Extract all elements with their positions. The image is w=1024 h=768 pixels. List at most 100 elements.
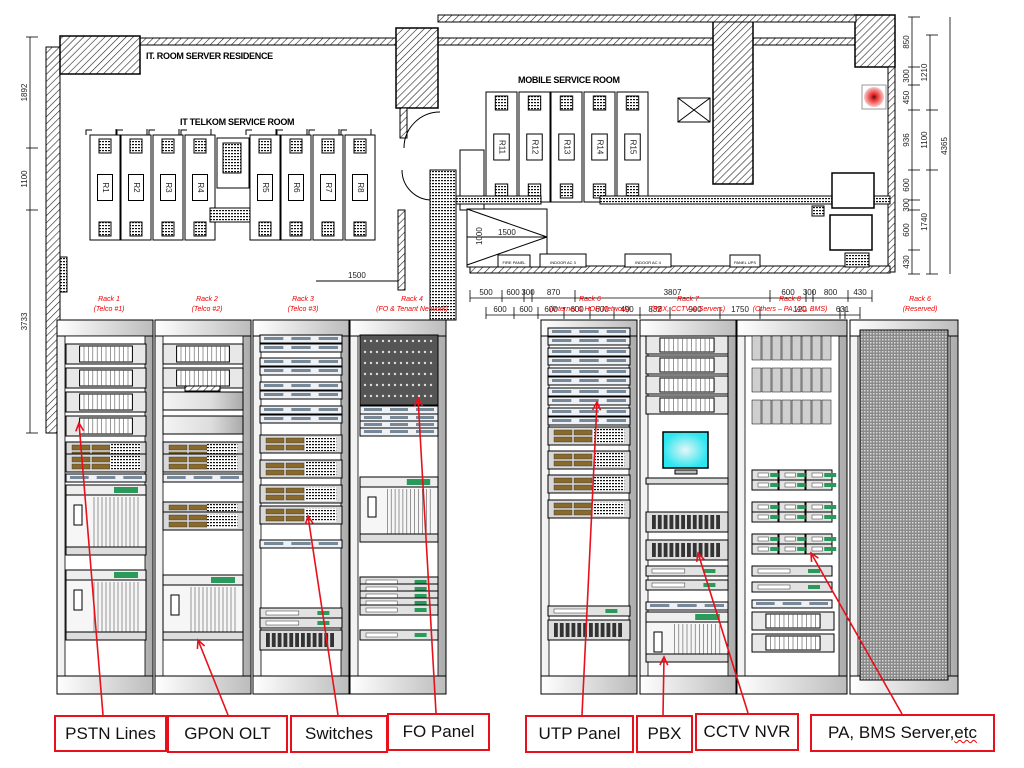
pointer-arrowhead bbox=[196, 638, 206, 650]
dimension-label: 1500 bbox=[498, 228, 516, 237]
callout-label: GPON OLT bbox=[184, 724, 271, 743]
patch-panel bbox=[259, 405, 343, 415]
pointer-arrowhead bbox=[75, 421, 85, 432]
monitor-stand bbox=[674, 469, 698, 475]
storage-array bbox=[645, 539, 729, 561]
rack-subtitle: (FO & Tenant Network) bbox=[376, 306, 448, 313]
column bbox=[395, 27, 439, 109]
equipment-chassis bbox=[645, 611, 729, 663]
server bbox=[778, 543, 810, 555]
fo-port bbox=[423, 394, 427, 398]
callout-pbx: PBX bbox=[636, 715, 693, 753]
rack-subtitle: (PBX, CCTV & Servers) bbox=[651, 306, 725, 313]
rack-id-label: R5 bbox=[261, 182, 270, 193]
dimension-label: 600 bbox=[544, 305, 558, 314]
pointer-line bbox=[307, 515, 339, 716]
server bbox=[805, 511, 837, 523]
patch-panel bbox=[359, 427, 439, 437]
dimension-label: 3807 bbox=[664, 288, 682, 297]
blade-server bbox=[751, 367, 762, 393]
room-title-server-residence: IT. ROOM SERVER RESIDENCE bbox=[146, 51, 273, 61]
fo-port bbox=[423, 350, 427, 354]
fo-port bbox=[429, 350, 433, 354]
fo-port bbox=[411, 383, 415, 387]
pointer-arrowhead bbox=[659, 655, 669, 666]
dimension-label: 1892 bbox=[20, 83, 29, 101]
rack-base bbox=[639, 675, 737, 695]
dimension-label: 300 bbox=[902, 198, 911, 212]
server bbox=[805, 479, 837, 491]
pointer-arrowhead bbox=[695, 551, 705, 563]
patch-panel bbox=[547, 356, 631, 366]
dimension-label: 1100 bbox=[920, 131, 929, 149]
dimension-label: 3733 bbox=[20, 312, 29, 330]
door-arc bbox=[148, 129, 180, 135]
server bbox=[751, 501, 783, 513]
callout-fo-panel: FO Panel bbox=[387, 713, 490, 751]
rack-id-label: R2 bbox=[132, 182, 141, 193]
rack-id-label: R15 bbox=[628, 140, 637, 155]
pointer-line bbox=[78, 422, 104, 716]
dimension-label: 450 bbox=[902, 90, 911, 104]
dimension-label: 300 bbox=[521, 288, 535, 297]
blade-server bbox=[781, 399, 792, 425]
server bbox=[751, 469, 783, 481]
door-swing bbox=[403, 111, 441, 149]
indoor-ac-3-label: INDOOR AC 3 bbox=[550, 260, 577, 265]
fo-port bbox=[411, 361, 415, 365]
fo-port bbox=[417, 339, 421, 343]
server bbox=[751, 565, 833, 577]
dimension-label: 600 bbox=[595, 305, 609, 314]
server bbox=[778, 511, 810, 523]
patch-panel bbox=[259, 366, 343, 376]
fo-port bbox=[429, 361, 433, 365]
rack-id-box bbox=[320, 174, 336, 201]
fo-port bbox=[393, 339, 397, 343]
fo-port bbox=[363, 383, 367, 387]
pointer-line bbox=[417, 397, 437, 714]
rack-id-box bbox=[97, 174, 113, 201]
door-arc bbox=[245, 129, 277, 135]
server bbox=[778, 533, 810, 545]
fo-port bbox=[381, 361, 385, 365]
fo-port bbox=[399, 339, 403, 343]
door-arc bbox=[116, 129, 148, 135]
server bbox=[751, 581, 833, 593]
server bbox=[645, 579, 729, 591]
blank-panel bbox=[162, 415, 244, 435]
fo-port bbox=[399, 372, 403, 376]
rack-title: Rack 1 bbox=[98, 296, 120, 303]
fo-port bbox=[369, 383, 373, 387]
fo-port bbox=[405, 361, 409, 365]
callout-label-etc: etc bbox=[954, 723, 977, 742]
fo-port bbox=[393, 372, 397, 376]
patch-panel bbox=[259, 390, 343, 400]
rack-title: Rack 2 bbox=[196, 296, 218, 303]
blade-server bbox=[801, 335, 812, 361]
fo-port bbox=[399, 394, 403, 398]
top-wall bbox=[437, 14, 857, 23]
rack-id-box bbox=[192, 174, 208, 201]
indoor-ac-4-label: INDOOR AC 4 bbox=[635, 260, 662, 265]
dimension-label: 1210 bbox=[920, 63, 929, 81]
rack-fan bbox=[559, 95, 574, 111]
rack-top-cap bbox=[736, 319, 848, 337]
door-arc bbox=[180, 129, 212, 135]
fo-port bbox=[387, 394, 391, 398]
patch-panel bbox=[547, 376, 631, 386]
server bbox=[259, 607, 343, 619]
patch-panel bbox=[259, 357, 343, 367]
rack-panel bbox=[645, 355, 729, 375]
rack-title: Rack 7 bbox=[677, 296, 700, 303]
blade-server bbox=[791, 367, 802, 393]
fo-port bbox=[369, 339, 373, 343]
dimension-label: 600 bbox=[493, 305, 507, 314]
rack-fan bbox=[353, 221, 367, 237]
server bbox=[805, 469, 837, 481]
fo-port bbox=[429, 383, 433, 387]
rack-title: Rack 6 bbox=[579, 296, 601, 303]
rack-subtitle: (Others – PA, AC, BMS) bbox=[753, 306, 828, 313]
pointer-line bbox=[197, 639, 229, 716]
dimension-label: 600 bbox=[519, 305, 533, 314]
